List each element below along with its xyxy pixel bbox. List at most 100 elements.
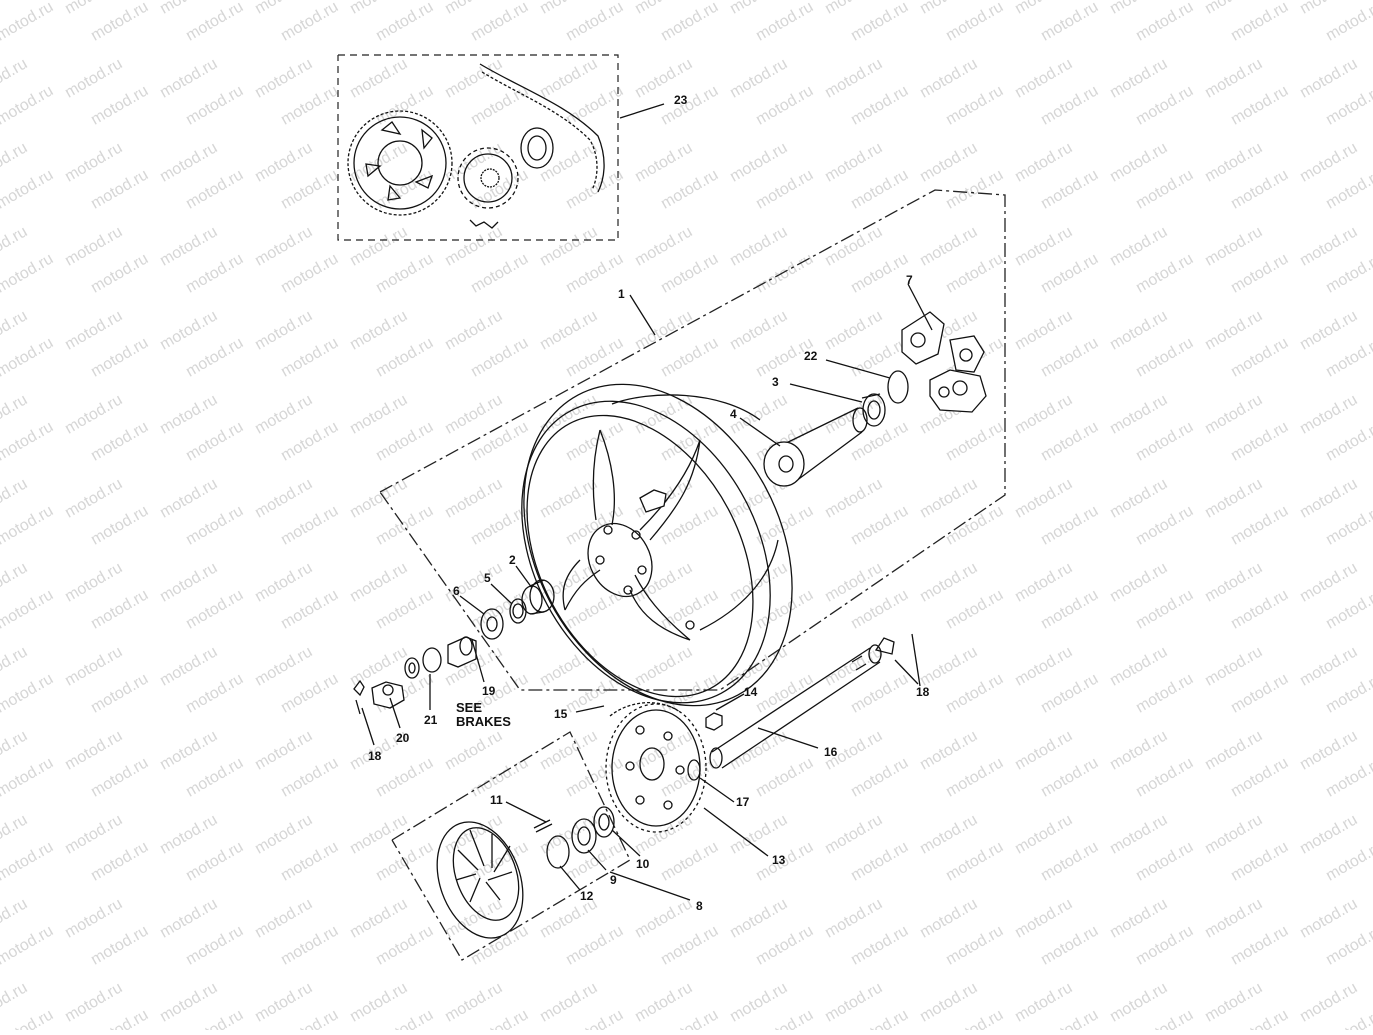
- watermark-text: motod.ru: [917, 55, 980, 101]
- watermark-text: motod.ru: [183, 250, 246, 296]
- part-labels: 23 1 7 22 3 4 2 5 6 19 21 20 18 18 14 15…: [368, 93, 930, 913]
- watermark-text: motod.ru: [1297, 643, 1360, 689]
- watermark-text: motod.ru: [88, 82, 151, 128]
- watermark-text: motod.ru: [278, 922, 341, 968]
- watermark-text: motod.ru: [0, 82, 56, 128]
- watermark-text: motod.ru: [442, 727, 505, 773]
- adjuster-plate-drawing: [371, 681, 405, 709]
- part-label-6: 6: [453, 584, 460, 598]
- watermark-text: motod.ru: [1038, 670, 1101, 716]
- part-label-11: 11: [490, 793, 503, 807]
- watermark-text: motod.ru: [848, 82, 911, 128]
- watermark-text: motod.ru: [1297, 559, 1360, 605]
- watermark-text: motod.ru: [727, 223, 790, 269]
- watermark-text: motod.ru: [727, 139, 790, 185]
- watermark-text: motod.ru: [442, 55, 505, 101]
- watermark-text: motod.ru: [373, 754, 436, 800]
- watermark-text: motod.ru: [0, 166, 56, 212]
- watermark-text: motod.ru: [157, 727, 220, 773]
- part-label-4: 4: [730, 407, 737, 421]
- watermark-text: motod.ru: [183, 754, 246, 800]
- watermark-text: motod.ru: [1038, 82, 1101, 128]
- watermark-text: motod.ru: [1133, 838, 1196, 884]
- watermark-text: motod.ru: [537, 979, 600, 1025]
- watermark-text: motod.ru: [658, 166, 721, 212]
- watermark-text: motod.ru: [1228, 250, 1291, 296]
- part-label-18-right: 18: [916, 685, 930, 699]
- watermark-text: motod.ru: [62, 643, 125, 689]
- watermark-text: motod.ru: [0, 334, 56, 380]
- watermark-text: motod.ru: [252, 811, 315, 857]
- cush-drive-rubbers-drawing: [901, 311, 987, 413]
- watermark-text: motod.ru: [1012, 223, 1075, 269]
- watermark-text: motod.ru: [1202, 895, 1265, 941]
- watermark-text: motod.ru: [157, 391, 220, 437]
- watermark-text: motod.ru: [848, 754, 911, 800]
- watermark-text: motod.ru: [658, 250, 721, 296]
- watermark-text: motod.ru: [563, 82, 626, 128]
- watermark-text: motod.ru: [943, 586, 1006, 632]
- wheel-assembly-group: [379, 189, 1006, 691]
- watermark-text: motod.ru: [658, 838, 721, 884]
- drive-chain-drawing: [479, 63, 605, 193]
- watermark-text: motod.ru: [347, 475, 410, 521]
- watermark-text: motod.ru: [62, 979, 125, 1025]
- watermark-text: motod.ru: [632, 811, 695, 857]
- watermark-text: motod.ru: [157, 979, 220, 1025]
- watermark-text: motod.ru: [917, 475, 980, 521]
- watermark-text: motod.ru: [1323, 250, 1373, 296]
- watermark-text: motod.ru: [917, 643, 980, 689]
- rear-sprocket-drawing: [347, 110, 453, 216]
- watermark-text: motod.ru: [563, 586, 626, 632]
- watermark-text: motod.ru: [1323, 166, 1373, 212]
- watermark-text: motod.ru: [537, 727, 600, 773]
- rear-sprocket-assembly-drawing: [605, 701, 707, 833]
- watermark-text: motod.ru: [943, 418, 1006, 464]
- watermark-text: motod.ru: [0, 0, 56, 45]
- watermark-text: motod.ru: [468, 0, 531, 45]
- watermark-text: motod.ru: [0, 502, 56, 548]
- watermark-text: motod.ru: [1228, 0, 1291, 45]
- watermark-text: motod.ru: [632, 895, 695, 941]
- watermark-text: motod.ru: [88, 334, 151, 380]
- watermark-text: motod.ru: [727, 55, 790, 101]
- watermark-text: motod.ru: [0, 586, 56, 632]
- watermark-text: motod.ru: [157, 307, 220, 353]
- watermark-text: motod.ru: [727, 307, 790, 353]
- watermark-text: motod.ru: [1202, 643, 1265, 689]
- watermark-text: motod.ru: [753, 0, 816, 45]
- watermark-text: motod.ru: [442, 307, 505, 353]
- watermark-text: motod.ru: [1012, 643, 1075, 689]
- watermark-text: motod.ru: [537, 55, 600, 101]
- watermark-text: motod.ru: [1133, 166, 1196, 212]
- watermark-text: motod.ru: [157, 223, 220, 269]
- watermark-text: motod.ru: [1202, 139, 1265, 185]
- watermark-text: motod.ru: [848, 586, 911, 632]
- front-sprocket-drawing: [457, 147, 519, 229]
- watermark-text: motod.ru: [1133, 754, 1196, 800]
- watermark-text: motod.ru: [468, 922, 531, 968]
- watermark-text: motod.ru: [1297, 895, 1360, 941]
- grease-seal-drawing: [480, 608, 504, 640]
- watermark-text: motod.ru: [537, 223, 600, 269]
- watermark-text: motod.ru: [62, 895, 125, 941]
- watermark-text: motod.ru: [1323, 838, 1373, 884]
- watermark-text: motod.ru: [0, 250, 56, 296]
- watermark-text: motod.ru: [157, 643, 220, 689]
- part-label-9: 9: [610, 873, 617, 887]
- watermark-text: motod.ru: [1228, 838, 1291, 884]
- watermark-text: motod.ru: [62, 811, 125, 857]
- watermark-text: motod.ru: [822, 979, 885, 1025]
- watermark-text: motod.ru: [0, 754, 56, 800]
- watermark-text: motod.ru: [442, 895, 505, 941]
- watermark-text: motod.ru: [183, 670, 246, 716]
- rear-wheel-drawing: [521, 383, 793, 707]
- watermark-text: motod.ru: [1107, 391, 1170, 437]
- watermark-text: motod.ru: [632, 223, 695, 269]
- part-label-19: 19: [482, 684, 496, 698]
- watermark-text: motod.ru: [1228, 670, 1291, 716]
- watermark-text: motod.ru: [822, 223, 885, 269]
- watermark-text: motod.ru: [1228, 922, 1291, 968]
- watermark-text: motod.ru: [848, 250, 911, 296]
- part-label-7: 7: [906, 273, 913, 287]
